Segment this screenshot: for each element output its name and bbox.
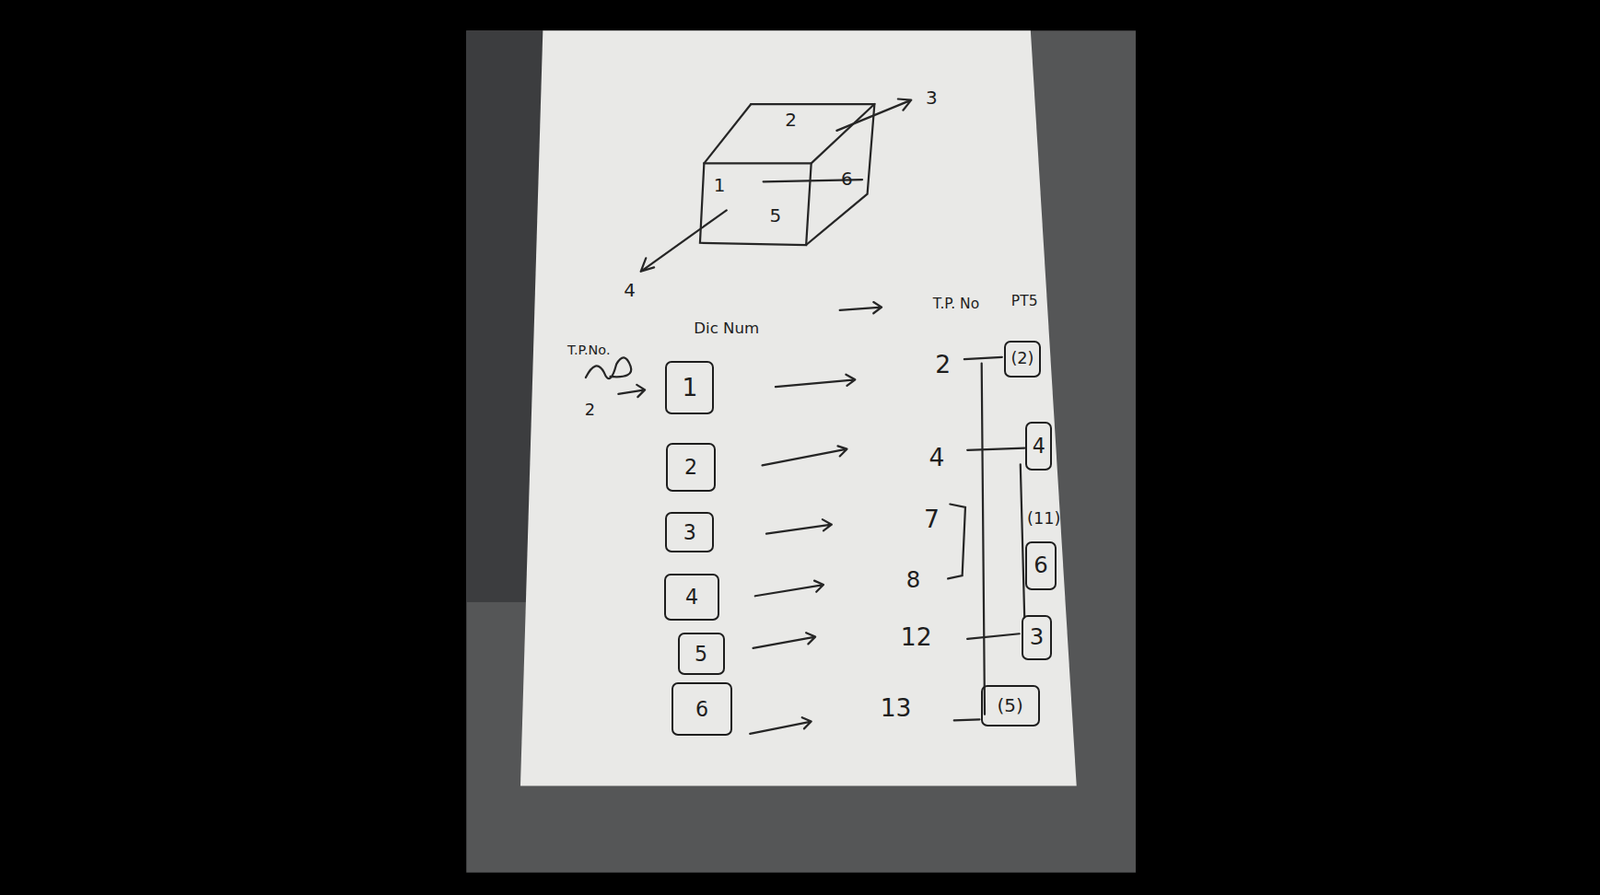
- tp-number: 2: [934, 350, 951, 378]
- vertical-line: [1020, 464, 1025, 618]
- tick-line: [954, 719, 981, 721]
- axis-number: 3: [925, 88, 938, 109]
- desk-surface: [466, 30, 1136, 873]
- dice-number-box: 3: [665, 512, 714, 553]
- box-number: 6: [695, 698, 709, 721]
- paper-sheet: [520, 30, 1077, 786]
- result-box: (5): [981, 685, 1040, 726]
- scribble: [585, 357, 631, 379]
- tp-number: 8: [906, 568, 922, 594]
- dice-number-box: 1: [665, 361, 714, 415]
- bracket-note: (11): [1027, 510, 1061, 528]
- arrow: [753, 632, 817, 649]
- side-note: 2: [584, 401, 596, 420]
- result-box: 6: [1025, 541, 1056, 591]
- axis-number: 4: [623, 280, 636, 302]
- vertical-line: [981, 363, 985, 715]
- tp-number: 12: [900, 623, 933, 651]
- box-number: 4: [1032, 434, 1046, 457]
- cube-back: [750, 104, 875, 246]
- dice-number-box: 5: [677, 632, 725, 677]
- leader-lines: [947, 357, 1025, 722]
- side-note: T.P.No.: [567, 343, 611, 359]
- face-number: 6: [840, 169, 853, 190]
- header-arrow: [840, 302, 882, 314]
- box-number: 4: [685, 585, 699, 608]
- result-box: 4: [1025, 421, 1052, 471]
- cube-drawing: [641, 99, 912, 272]
- box-number: (5): [997, 696, 1024, 717]
- column-heading: PT5: [1011, 293, 1039, 310]
- box-number: 3: [683, 521, 697, 544]
- arrows: [585, 302, 882, 735]
- column-heading: T.P. No: [933, 296, 980, 313]
- dice-number-box: 2: [665, 443, 715, 492]
- arrow: [762, 445, 848, 466]
- tp-number: 13: [880, 694, 912, 722]
- result-box: (2): [1004, 340, 1041, 378]
- face-number: 5: [770, 206, 783, 227]
- box-number: 1: [681, 373, 698, 401]
- cube-edges: [703, 104, 875, 164]
- box-number: 5: [694, 642, 708, 666]
- cube-front: [700, 163, 812, 246]
- bracket: [947, 504, 966, 580]
- left-arrow: [618, 385, 645, 398]
- arrow: [755, 581, 824, 597]
- arrow: [749, 717, 811, 735]
- tp-number: 4: [928, 443, 945, 471]
- box-number: 3: [1029, 625, 1045, 651]
- face-number: 2: [784, 110, 797, 131]
- tp-number: 7: [923, 505, 940, 533]
- arrow: [775, 374, 855, 387]
- column-heading: Dic Num: [693, 320, 760, 338]
- arrow: [766, 519, 832, 535]
- tick-line: [967, 633, 1019, 640]
- box-number: 6: [1033, 553, 1049, 579]
- tick-line: [964, 357, 1003, 360]
- face-number: 1: [713, 175, 726, 197]
- dice-number-box: 6: [671, 682, 733, 736]
- box-number: (2): [1010, 350, 1034, 368]
- axis-arrow-4: [641, 210, 727, 271]
- box-number: 2: [684, 455, 698, 479]
- axis-arrow-3: [836, 99, 911, 131]
- result-box: 3: [1021, 615, 1052, 661]
- dice-number-box: 4: [664, 573, 720, 621]
- tick-line: [967, 448, 1025, 451]
